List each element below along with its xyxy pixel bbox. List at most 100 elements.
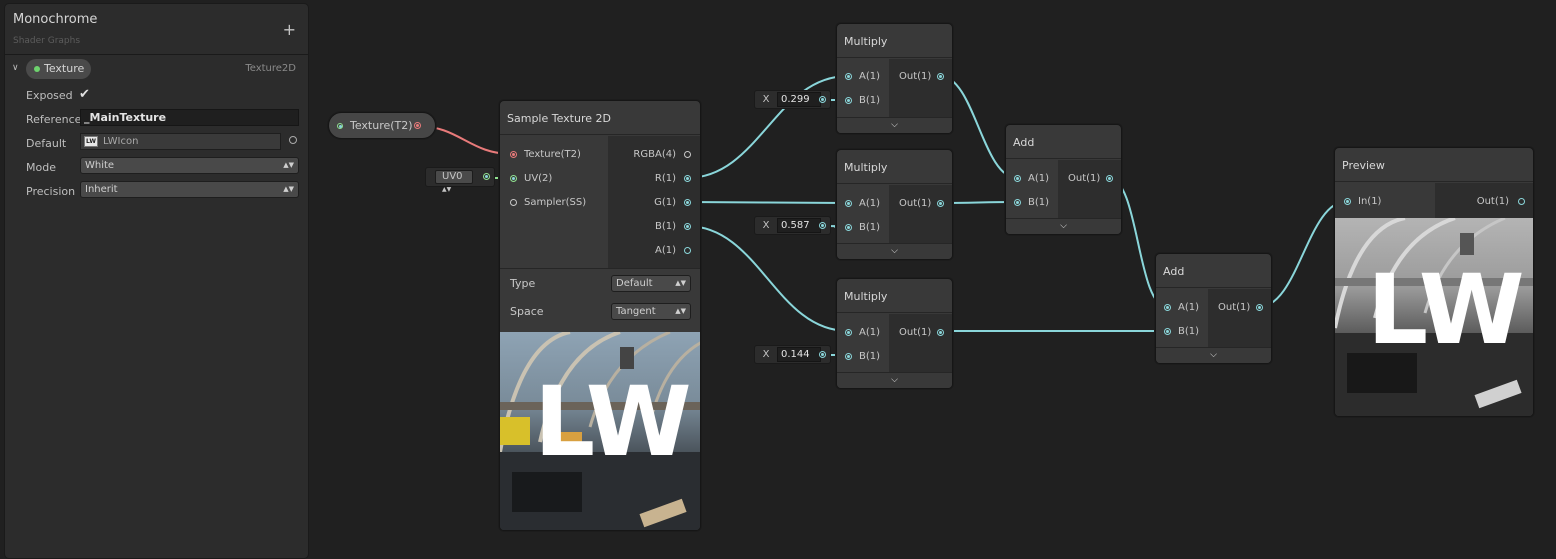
space-dropdown[interactable]: Tangent ▲▼ xyxy=(611,303,691,320)
a-input-label: A(1) xyxy=(1178,302,1200,313)
b-input-port[interactable] xyxy=(845,97,852,104)
uv-channel-inline[interactable]: UV0 ▲▼ xyxy=(425,167,495,193)
inline-output-port[interactable] xyxy=(819,351,826,358)
out-port[interactable] xyxy=(937,329,944,336)
output-column xyxy=(889,314,952,374)
input-column xyxy=(1156,289,1208,349)
b-input-port[interactable] xyxy=(1164,328,1171,335)
b-input-label: B(1) xyxy=(859,95,881,106)
a-input-label: A(1) xyxy=(859,71,881,82)
b-input-port[interactable] xyxy=(1014,199,1021,206)
node-title: Preview xyxy=(1335,148,1533,182)
a-input-port[interactable] xyxy=(845,73,852,80)
precision-dropdown[interactable]: Inherit ▲▼ xyxy=(80,181,299,198)
preview-scene-illustration xyxy=(500,332,700,530)
property-name: Texture xyxy=(44,62,85,75)
rgba-output-label: RGBA(4) xyxy=(633,149,676,160)
multiply-b-inline-g[interactable]: X 0.587 xyxy=(754,216,831,235)
out-label: Out(1) xyxy=(1068,173,1101,184)
a-output-port[interactable] xyxy=(684,247,691,254)
default-texture-field[interactable]: LW LWIcon xyxy=(80,133,281,150)
b-output-port[interactable] xyxy=(684,223,691,230)
uv-output-port[interactable] xyxy=(483,173,490,180)
texture-input-port[interactable] xyxy=(510,151,517,158)
input-column xyxy=(837,314,889,374)
output-column xyxy=(889,59,952,119)
expand-node-chevron-icon[interactable]: ⌵ xyxy=(1156,347,1271,363)
expand-node-chevron-icon[interactable]: ⌵ xyxy=(1006,218,1121,234)
g-output-port[interactable] xyxy=(684,199,691,206)
input-column xyxy=(837,185,889,245)
b-value-field[interactable]: 0.587 xyxy=(777,218,821,233)
out-port[interactable] xyxy=(937,200,944,207)
property-output-port[interactable] xyxy=(414,122,421,129)
property-type-dot-icon xyxy=(34,66,40,72)
dropdown-arrows-icon: ▲▼ xyxy=(675,279,686,287)
wire-g[interactable] xyxy=(686,201,849,204)
a-input-port[interactable] xyxy=(845,200,852,207)
dropdown-arrows-icon: ▲▼ xyxy=(283,185,294,193)
mode-dropdown[interactable]: White ▲▼ xyxy=(80,157,299,174)
out-port[interactable] xyxy=(937,73,944,80)
property-type-label: Texture2D xyxy=(245,63,296,74)
sample-texture-2d-node[interactable]: Sample Texture 2D Texture(T2) UV(2) Samp… xyxy=(499,100,701,531)
output-column xyxy=(1435,183,1533,218)
node-title: Add xyxy=(1006,125,1121,159)
inline-output-port[interactable] xyxy=(819,222,826,229)
multiply-node-r[interactable]: Multiply A(1) B(1) Out(1) ⌵ xyxy=(836,23,953,134)
out-label: Out(1) xyxy=(899,71,932,82)
out-port[interactable] xyxy=(1106,175,1113,182)
rgba-output-port[interactable] xyxy=(684,151,691,158)
expand-node-chevron-icon[interactable]: ⌵ xyxy=(837,117,952,133)
reference-field[interactable]: _MainTexture xyxy=(80,109,299,126)
add-node-1[interactable]: Add A(1) B(1) Out(1) ⌵ xyxy=(1005,124,1122,235)
dropdown-arrows-icon: ▲▼ xyxy=(283,161,294,169)
add-property-button[interactable]: + xyxy=(282,20,296,39)
expand-node-chevron-icon[interactable]: ⌵ xyxy=(837,243,952,259)
wire-b[interactable] xyxy=(686,225,849,332)
input-column xyxy=(500,136,608,268)
space-value: Tangent xyxy=(616,306,656,317)
preview-node[interactable]: Preview In(1) Out(1) LW xyxy=(1334,147,1534,417)
exposed-checkbox[interactable]: ✔ xyxy=(79,87,90,102)
input-column xyxy=(1006,160,1058,220)
a-input-label: A(1) xyxy=(859,327,881,338)
b-output-label: B(1) xyxy=(654,221,676,232)
precision-value: Inherit xyxy=(85,184,118,195)
in-input-port[interactable] xyxy=(1344,198,1351,205)
uv-input-label: UV(2) xyxy=(524,173,553,184)
object-picker-icon[interactable] xyxy=(289,136,297,144)
texture-property-node[interactable]: Texture(T2) xyxy=(328,112,436,139)
property-foldout-caret-icon[interactable]: ∨ xyxy=(12,63,19,73)
b-input-port[interactable] xyxy=(845,353,852,360)
node-title: Multiply xyxy=(837,150,952,184)
out-port[interactable] xyxy=(1518,198,1525,205)
uv-channel-value: UV0 xyxy=(442,171,463,182)
a-input-port[interactable] xyxy=(1014,175,1021,182)
b-input-label: B(1) xyxy=(1028,197,1050,208)
output-column xyxy=(1208,289,1271,349)
property-pill-texture[interactable]: Texture xyxy=(26,59,91,79)
b-value-field[interactable]: 0.144 xyxy=(777,347,821,362)
uv-input-port[interactable] xyxy=(510,175,517,182)
expand-node-chevron-icon[interactable]: ⌵ xyxy=(837,372,952,388)
a-input-port[interactable] xyxy=(1164,304,1171,311)
r-output-port[interactable] xyxy=(684,175,691,182)
a-input-port[interactable] xyxy=(845,329,852,336)
b-value-field[interactable]: 0.299 xyxy=(777,92,821,107)
multiply-node-g[interactable]: Multiply A(1) B(1) Out(1) ⌵ xyxy=(836,149,953,260)
r-output-label: R(1) xyxy=(654,173,676,184)
multiply-node-b[interactable]: Multiply A(1) B(1) Out(1) ⌵ xyxy=(836,278,953,389)
type-dropdown[interactable]: Default ▲▼ xyxy=(611,275,691,292)
out-label: Out(1) xyxy=(1476,196,1509,207)
x-label: X xyxy=(762,220,770,231)
inline-output-port[interactable] xyxy=(819,96,826,103)
add-node-2[interactable]: Add A(1) B(1) Out(1) ⌵ xyxy=(1155,253,1272,364)
default-label: Default xyxy=(26,137,67,150)
out-port[interactable] xyxy=(1256,304,1263,311)
sampler-input-port[interactable] xyxy=(510,199,517,206)
b-input-port[interactable] xyxy=(845,224,852,231)
